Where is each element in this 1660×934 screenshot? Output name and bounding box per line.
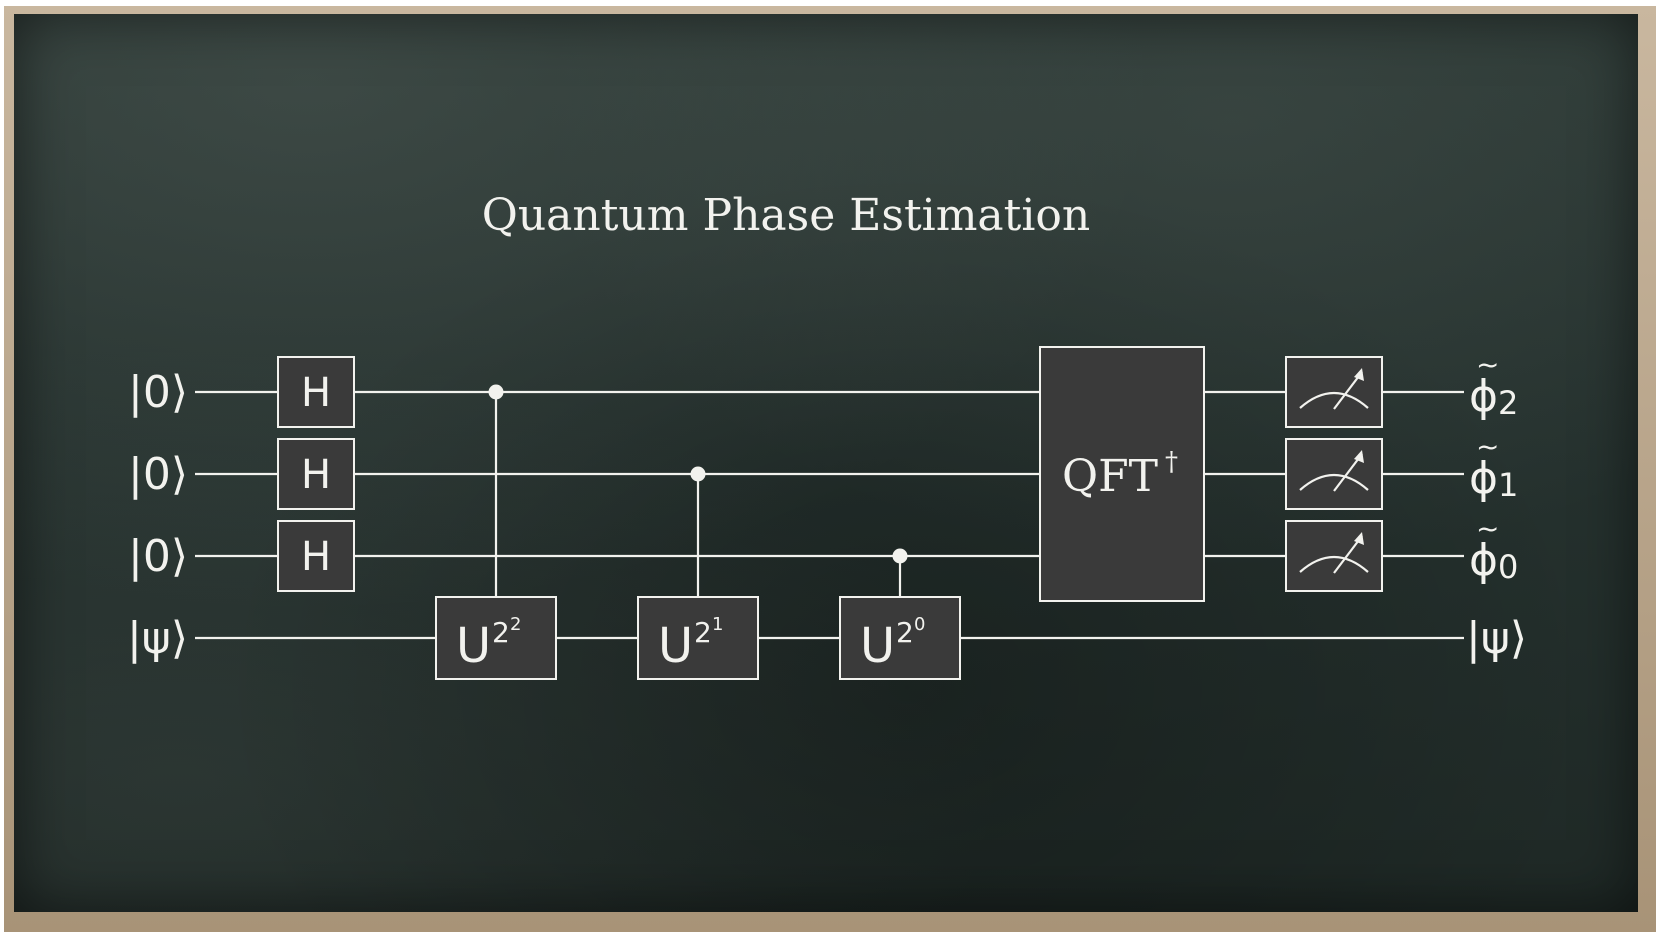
control-dots	[488, 384, 908, 564]
measurement-gate-q2	[1285, 520, 1383, 592]
meter-arrow-icon	[1354, 368, 1364, 381]
u-gate-3-exp-power: 0	[914, 614, 925, 635]
control-dot-1	[488, 384, 504, 400]
input-label-psi: |ψ⟩	[127, 613, 188, 664]
u-gate-3-base: U	[860, 618, 895, 674]
hadamard-label-q1: H	[301, 452, 331, 498]
qubit-wires	[195, 390, 1464, 640]
u-gate-3-exp-base: 2	[896, 616, 914, 649]
control-dot-3	[892, 548, 908, 564]
input-label-q1: |0⟩	[128, 449, 188, 500]
diagram-title: Quantum Phase Estimation	[482, 190, 1090, 241]
qft-dagger: †	[1165, 447, 1178, 477]
u-gate-2-base: U	[658, 618, 693, 674]
measurement-gates	[1285, 356, 1383, 592]
hadamard-gate-q0	[277, 356, 355, 428]
controlled-u-gate-2	[637, 596, 759, 680]
measurement-gate-q1	[1285, 438, 1383, 510]
u-gate-1-exp-power: 2	[510, 614, 521, 635]
inverse-qft-block	[1039, 346, 1205, 602]
meter-arrow-icon	[1354, 532, 1364, 545]
output-label-phi0: ϕ	[1469, 535, 1498, 586]
hadamard-gate-q2	[277, 520, 355, 592]
u-gate-2-exp-power: 1	[712, 614, 723, 635]
output-sub-phi2: 2	[1498, 384, 1518, 422]
input-label-q2: |0⟩	[128, 531, 188, 582]
hadamard-label-q0: H	[301, 370, 331, 416]
hadamard-gates: H H H	[277, 356, 355, 592]
output-tilde-phi0: ~	[1476, 512, 1499, 545]
output-sub-phi0: 0	[1498, 548, 1518, 586]
controlled-u-gates: U 2 2 U 2 1 U 2 0	[435, 596, 961, 680]
output-tilde-phi2: ~	[1476, 348, 1499, 381]
output-label-psi: |ψ⟩	[1466, 613, 1527, 664]
meter-arc-icon	[1299, 473, 1369, 491]
output-sub-phi1: 1	[1498, 466, 1518, 504]
control-lines	[494, 392, 902, 597]
meter-arc-icon	[1299, 555, 1369, 573]
meter-arc-icon	[1299, 391, 1369, 409]
output-tilde-phi1: ~	[1476, 430, 1499, 463]
hadamard-label-q2: H	[301, 534, 331, 580]
output-label-phi2: ϕ	[1469, 371, 1498, 422]
output-label-phi1: ϕ	[1469, 453, 1498, 504]
controlled-u-gate-3	[839, 596, 961, 680]
qft-label: QFT	[1062, 451, 1158, 502]
u-gate-1-base: U	[456, 618, 491, 674]
input-label-q0: |0⟩	[128, 367, 188, 418]
u-gate-1-exp-base: 2	[492, 616, 510, 649]
meter-arrow-icon	[1354, 450, 1364, 463]
hadamard-gate-q1	[277, 438, 355, 510]
controlled-u-gate-1	[435, 596, 557, 680]
control-dot-2	[690, 466, 706, 482]
measurement-gate-q0	[1285, 356, 1383, 428]
u-gate-2-exp-base: 2	[694, 616, 712, 649]
